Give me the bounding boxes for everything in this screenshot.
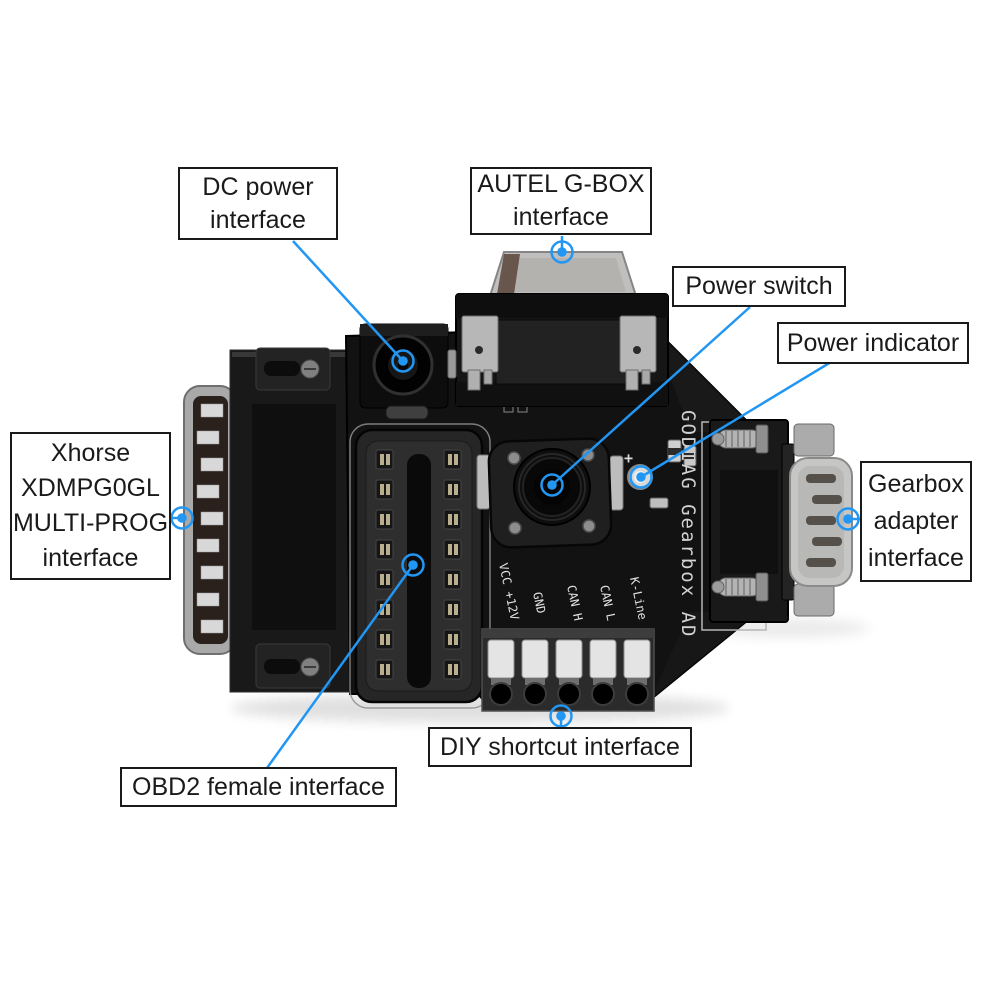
label-line: XDMPG0GL (21, 474, 160, 502)
label-line: OBD2 female interface (132, 772, 385, 801)
callout-dot (391, 349, 415, 373)
obd2-connector (354, 428, 484, 704)
leader-line (551, 306, 751, 486)
label-line: adapter (873, 507, 959, 535)
label-dc-power-interface: DC power interface (178, 167, 338, 240)
label-line: DC power (202, 172, 314, 201)
callout-dot (401, 553, 425, 577)
label-power-indicator: Power indicator (777, 322, 969, 364)
callout-dot (550, 240, 574, 264)
leader-line (265, 564, 415, 769)
db9-jack-screw-bottom (711, 572, 769, 602)
label-diy-shortcut-interface: DIY shortcut interface (428, 727, 692, 767)
label-power-switch: Power switch (672, 266, 846, 307)
db9-jack-screw-top (711, 424, 769, 454)
led-polarity-mark: + (624, 449, 633, 467)
leader-line (292, 240, 404, 362)
leader-lines (171, 236, 860, 769)
callout-dot (540, 473, 564, 497)
label-xhorse-multi-prog-interface: Xhorse XDMPG0GL MULTI-PROG interface (10, 432, 171, 580)
label-line: Power switch (685, 272, 833, 300)
terminal-cell (589, 639, 617, 706)
gearbox-db9-connector (709, 419, 853, 623)
obd2-pins (375, 449, 462, 680)
callout-dot (629, 465, 653, 489)
leader-line (640, 360, 832, 479)
label-autel-gbox-interface: AUTEL G-BOX interface (470, 167, 652, 235)
diy-terminal-block (481, 628, 655, 712)
label-line: Xhorse (50, 439, 131, 467)
callout-dot (836, 507, 860, 531)
label-line: interface (210, 205, 306, 234)
label-line: interface (42, 544, 139, 572)
power-switch-component (476, 437, 624, 549)
db9-pin-slots (806, 474, 842, 567)
db25-pins (196, 403, 224, 634)
label-line: interface (868, 544, 964, 572)
label-line: Gearbox (868, 470, 964, 498)
autel-latch-clip-right (619, 315, 657, 391)
autel-latch-clip-left (461, 315, 499, 391)
db25-screw-post-top (255, 347, 331, 391)
label-line: interface (513, 203, 609, 231)
label-gearbox-adapter-interface: Gearbox adapter interface (860, 461, 972, 582)
autel-gbox-connector (455, 251, 669, 407)
db9-standoff-bottom (793, 583, 835, 617)
terminal-cell (623, 639, 651, 706)
terminal-cell (555, 639, 583, 706)
xhorse-db25-connector (183, 347, 353, 693)
label-line: Power indicator (786, 328, 960, 357)
pcb-silkscreen-text: GODIAG Gearbox AD (677, 410, 699, 638)
label-line: DIY shortcut interface (440, 732, 680, 761)
callout-dot (549, 704, 573, 728)
terminal-cell (521, 639, 549, 706)
callout-dots (170, 240, 860, 728)
db25-screw-post-bottom (255, 643, 331, 689)
label-obd2-female-interface: OBD2 female interface (120, 767, 397, 807)
terminal-label-gnd: GND (530, 591, 548, 615)
label-line: MULTI-PROG (12, 509, 169, 537)
callout-dot (170, 506, 194, 530)
label-line: AUTEL G-BOX (477, 170, 645, 198)
db9-standoff-top (793, 423, 835, 457)
terminal-cell (487, 639, 515, 706)
